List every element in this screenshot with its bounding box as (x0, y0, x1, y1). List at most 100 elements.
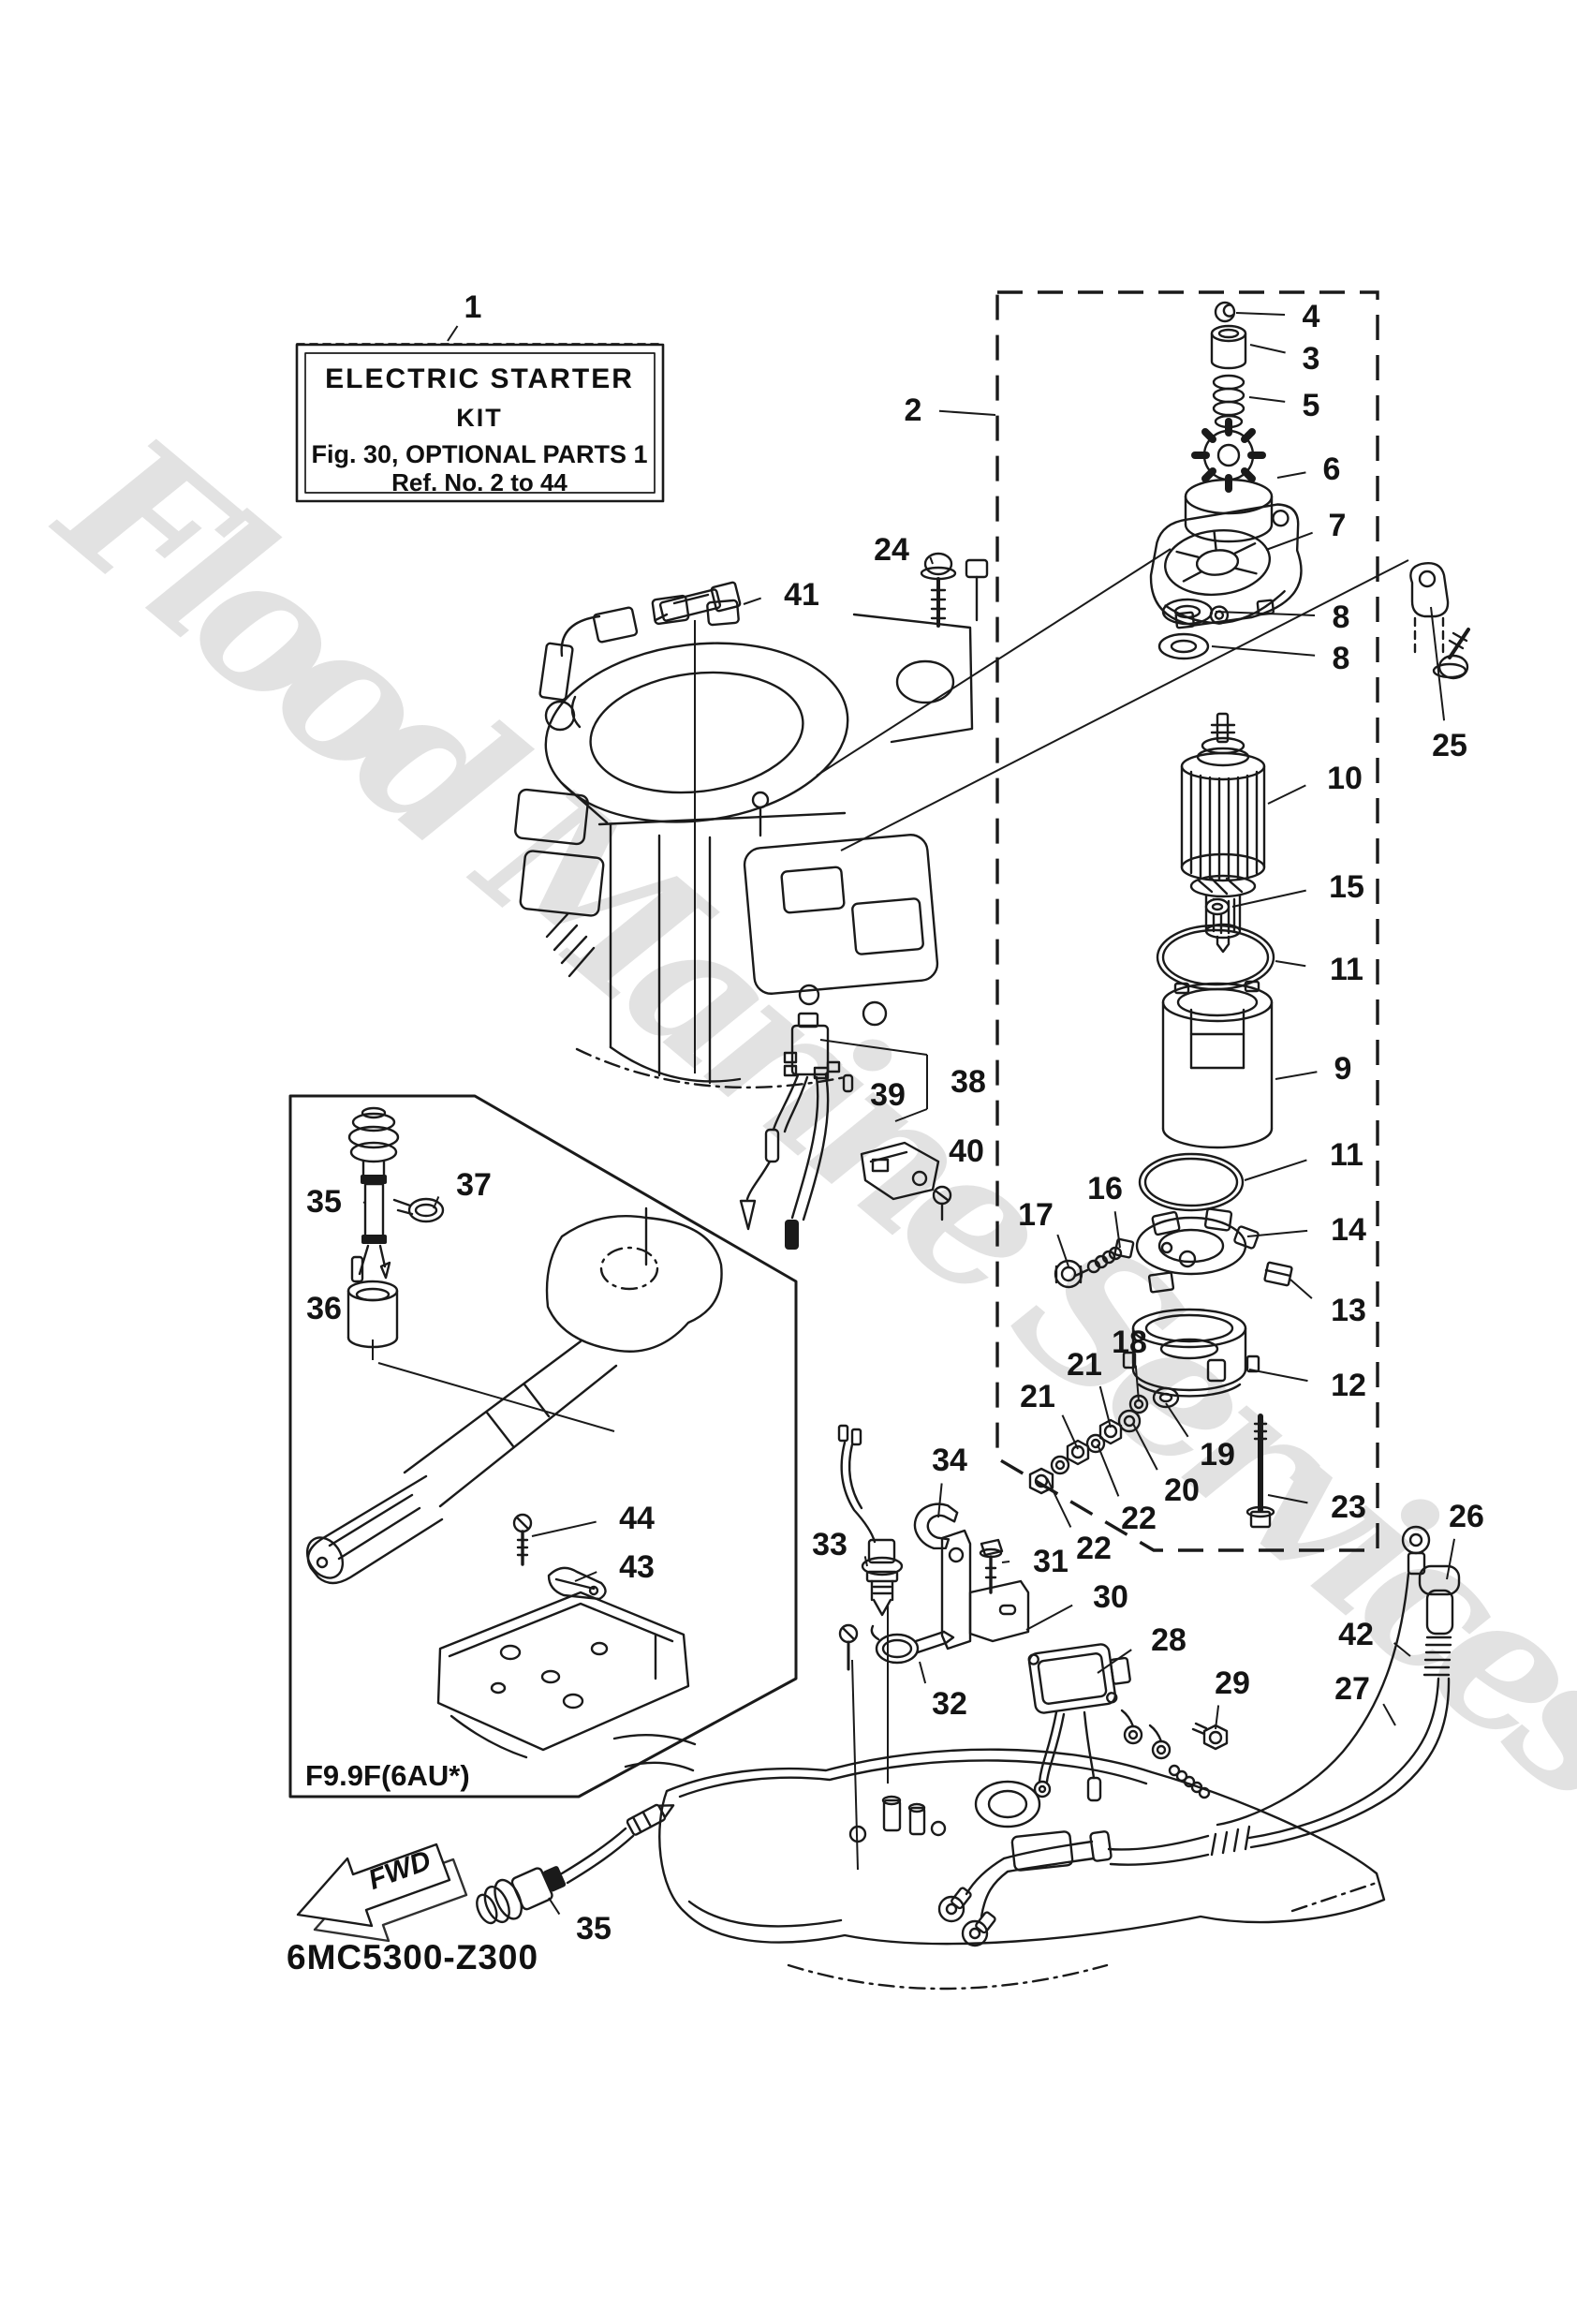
callout-number-29: 29 (1215, 1665, 1250, 1701)
callout-leader-line (1165, 1402, 1189, 1438)
callout-number-31: 31 (1033, 1544, 1069, 1579)
tiller-handle-box (288, 1094, 798, 1799)
title-line-1: ELECTRIC STARTER (325, 363, 634, 394)
callout-number-40: 40 (949, 1133, 984, 1169)
engine-assembly-drawing (514, 558, 989, 1089)
callout-leader-line (1235, 312, 1286, 317)
callout-leader-line (1267, 784, 1306, 805)
callout-leader-line (548, 1897, 561, 1916)
trim-sensor-connector-41 (654, 581, 742, 622)
callout-leader-line (919, 1661, 927, 1684)
key-switch-35-bottom (476, 1803, 675, 1925)
bolt-24 (920, 552, 957, 628)
callout-leader-line (1446, 1538, 1456, 1580)
callout-leader-line (1231, 889, 1306, 908)
callout-number-3: 3 (1303, 341, 1320, 377)
callout-number-23: 23 (1331, 1489, 1366, 1525)
callout-leader-line (531, 1520, 597, 1537)
callout-number-41: 41 (784, 577, 819, 613)
callout-number-2: 2 (905, 392, 922, 428)
callout-number-15: 15 (1329, 869, 1364, 905)
callout-leader-line (938, 409, 996, 416)
callout-leader-line (1393, 1642, 1411, 1657)
bracket-30-group (838, 1529, 1030, 1671)
callout-leader-line (1025, 1604, 1073, 1631)
callout-number-22: 22 (1121, 1501, 1157, 1536)
relay-bracket-40 (860, 1141, 952, 1221)
callout-leader-line (1382, 1703, 1396, 1726)
callouts-layer: 1243567882510151191114131223244138394035… (306, 289, 1484, 1947)
installation-line (851, 1659, 859, 1871)
callout-number-22: 22 (1076, 1531, 1112, 1566)
callout-number-11: 11 (1330, 952, 1363, 987)
callout-leader-line (1132, 1423, 1158, 1471)
battery-cable-group (937, 1525, 1461, 1947)
callout-leader-line (1061, 1414, 1079, 1450)
callout-number-25: 25 (1432, 728, 1467, 763)
callout-number-42: 42 (1338, 1617, 1374, 1652)
callout-leader-line (1215, 611, 1316, 617)
callout-number-35: 35 (306, 1184, 342, 1220)
callout-number-35: 35 (576, 1911, 612, 1947)
callout-leader-line (1430, 606, 1446, 721)
callout-number-7: 7 (1329, 508, 1347, 543)
callout-number-18: 18 (1112, 1325, 1147, 1360)
callout-leader-line (433, 1196, 440, 1209)
callout-leader-line (1046, 1477, 1072, 1528)
callout-number-8: 8 (1333, 600, 1350, 635)
callout-leader-line (1113, 1211, 1121, 1249)
callout-number-19: 19 (1200, 1437, 1235, 1473)
callout-leader-line (1056, 1234, 1069, 1267)
bottom-cowling-drawing (612, 1733, 1386, 1991)
callout-leader-line (1267, 1494, 1308, 1504)
starter-motor-exploded-parts (1028, 301, 1303, 1529)
rectifier-28-group (1027, 1643, 1229, 1802)
callout-number-5: 5 (1303, 388, 1320, 423)
callout-number-26: 26 (1449, 1499, 1484, 1534)
callout-number-4: 4 (1303, 299, 1320, 334)
model-label: F9.9F(6AU*) (305, 1759, 470, 1792)
title-box: ELECTRIC STARTER KIT Fig. 30, OPTIONAL P… (295, 343, 665, 503)
callout-number-9: 9 (1334, 1051, 1352, 1087)
terminal-bolt-25 (1409, 562, 1470, 680)
callout-number-11: 11 (1330, 1137, 1363, 1173)
callout-leader-line (1248, 1369, 1308, 1383)
installation-lines-layer (372, 548, 1409, 1871)
callout-leader-line (1098, 1385, 1112, 1428)
screw-44-clamp-43 (512, 1513, 607, 1601)
installation-line (840, 559, 1409, 851)
callout-leader-line (574, 1571, 597, 1582)
callout-leader-line (1097, 1443, 1120, 1497)
starter-relay-38-group (739, 1012, 854, 1250)
installation-line (377, 1362, 615, 1432)
callout-number-36: 36 (306, 1291, 342, 1326)
callout-number-8: 8 (1333, 641, 1350, 676)
callout-leader-line (447, 325, 459, 342)
callout-leader-line (1276, 471, 1306, 479)
callout-leader-line (1275, 1071, 1318, 1080)
tiller-handle-drawing (305, 1206, 723, 1759)
callout-number-14: 14 (1331, 1212, 1366, 1248)
callout-number-24: 24 (874, 532, 909, 568)
callout-leader-line (1134, 1365, 1140, 1402)
callout-leader-line (1290, 1279, 1313, 1299)
drawing-code-label: 6MC5300-Z300 (287, 1938, 538, 1976)
callout-leader-line (929, 556, 934, 565)
installation-line (819, 1039, 928, 1056)
callout-number-33: 33 (812, 1527, 847, 1562)
callout-leader-line (1215, 1705, 1220, 1730)
callout-leader-line (1244, 1159, 1307, 1181)
starter-kit-dashed-box (995, 290, 1379, 1552)
callout-number-30: 30 (1093, 1579, 1128, 1615)
callout-leader-line (937, 1483, 943, 1518)
callout-leader-line (1275, 960, 1306, 968)
callout-number-37: 37 (456, 1167, 492, 1203)
callout-number-32: 32 (932, 1686, 967, 1722)
callout-leader-line (1265, 531, 1313, 551)
callout-number-28: 28 (1151, 1622, 1186, 1658)
key-switch-35-group (346, 1106, 445, 1349)
callout-number-44: 44 (619, 1501, 655, 1536)
callout-number-34: 34 (932, 1443, 967, 1478)
callout-number-20: 20 (1164, 1473, 1200, 1508)
